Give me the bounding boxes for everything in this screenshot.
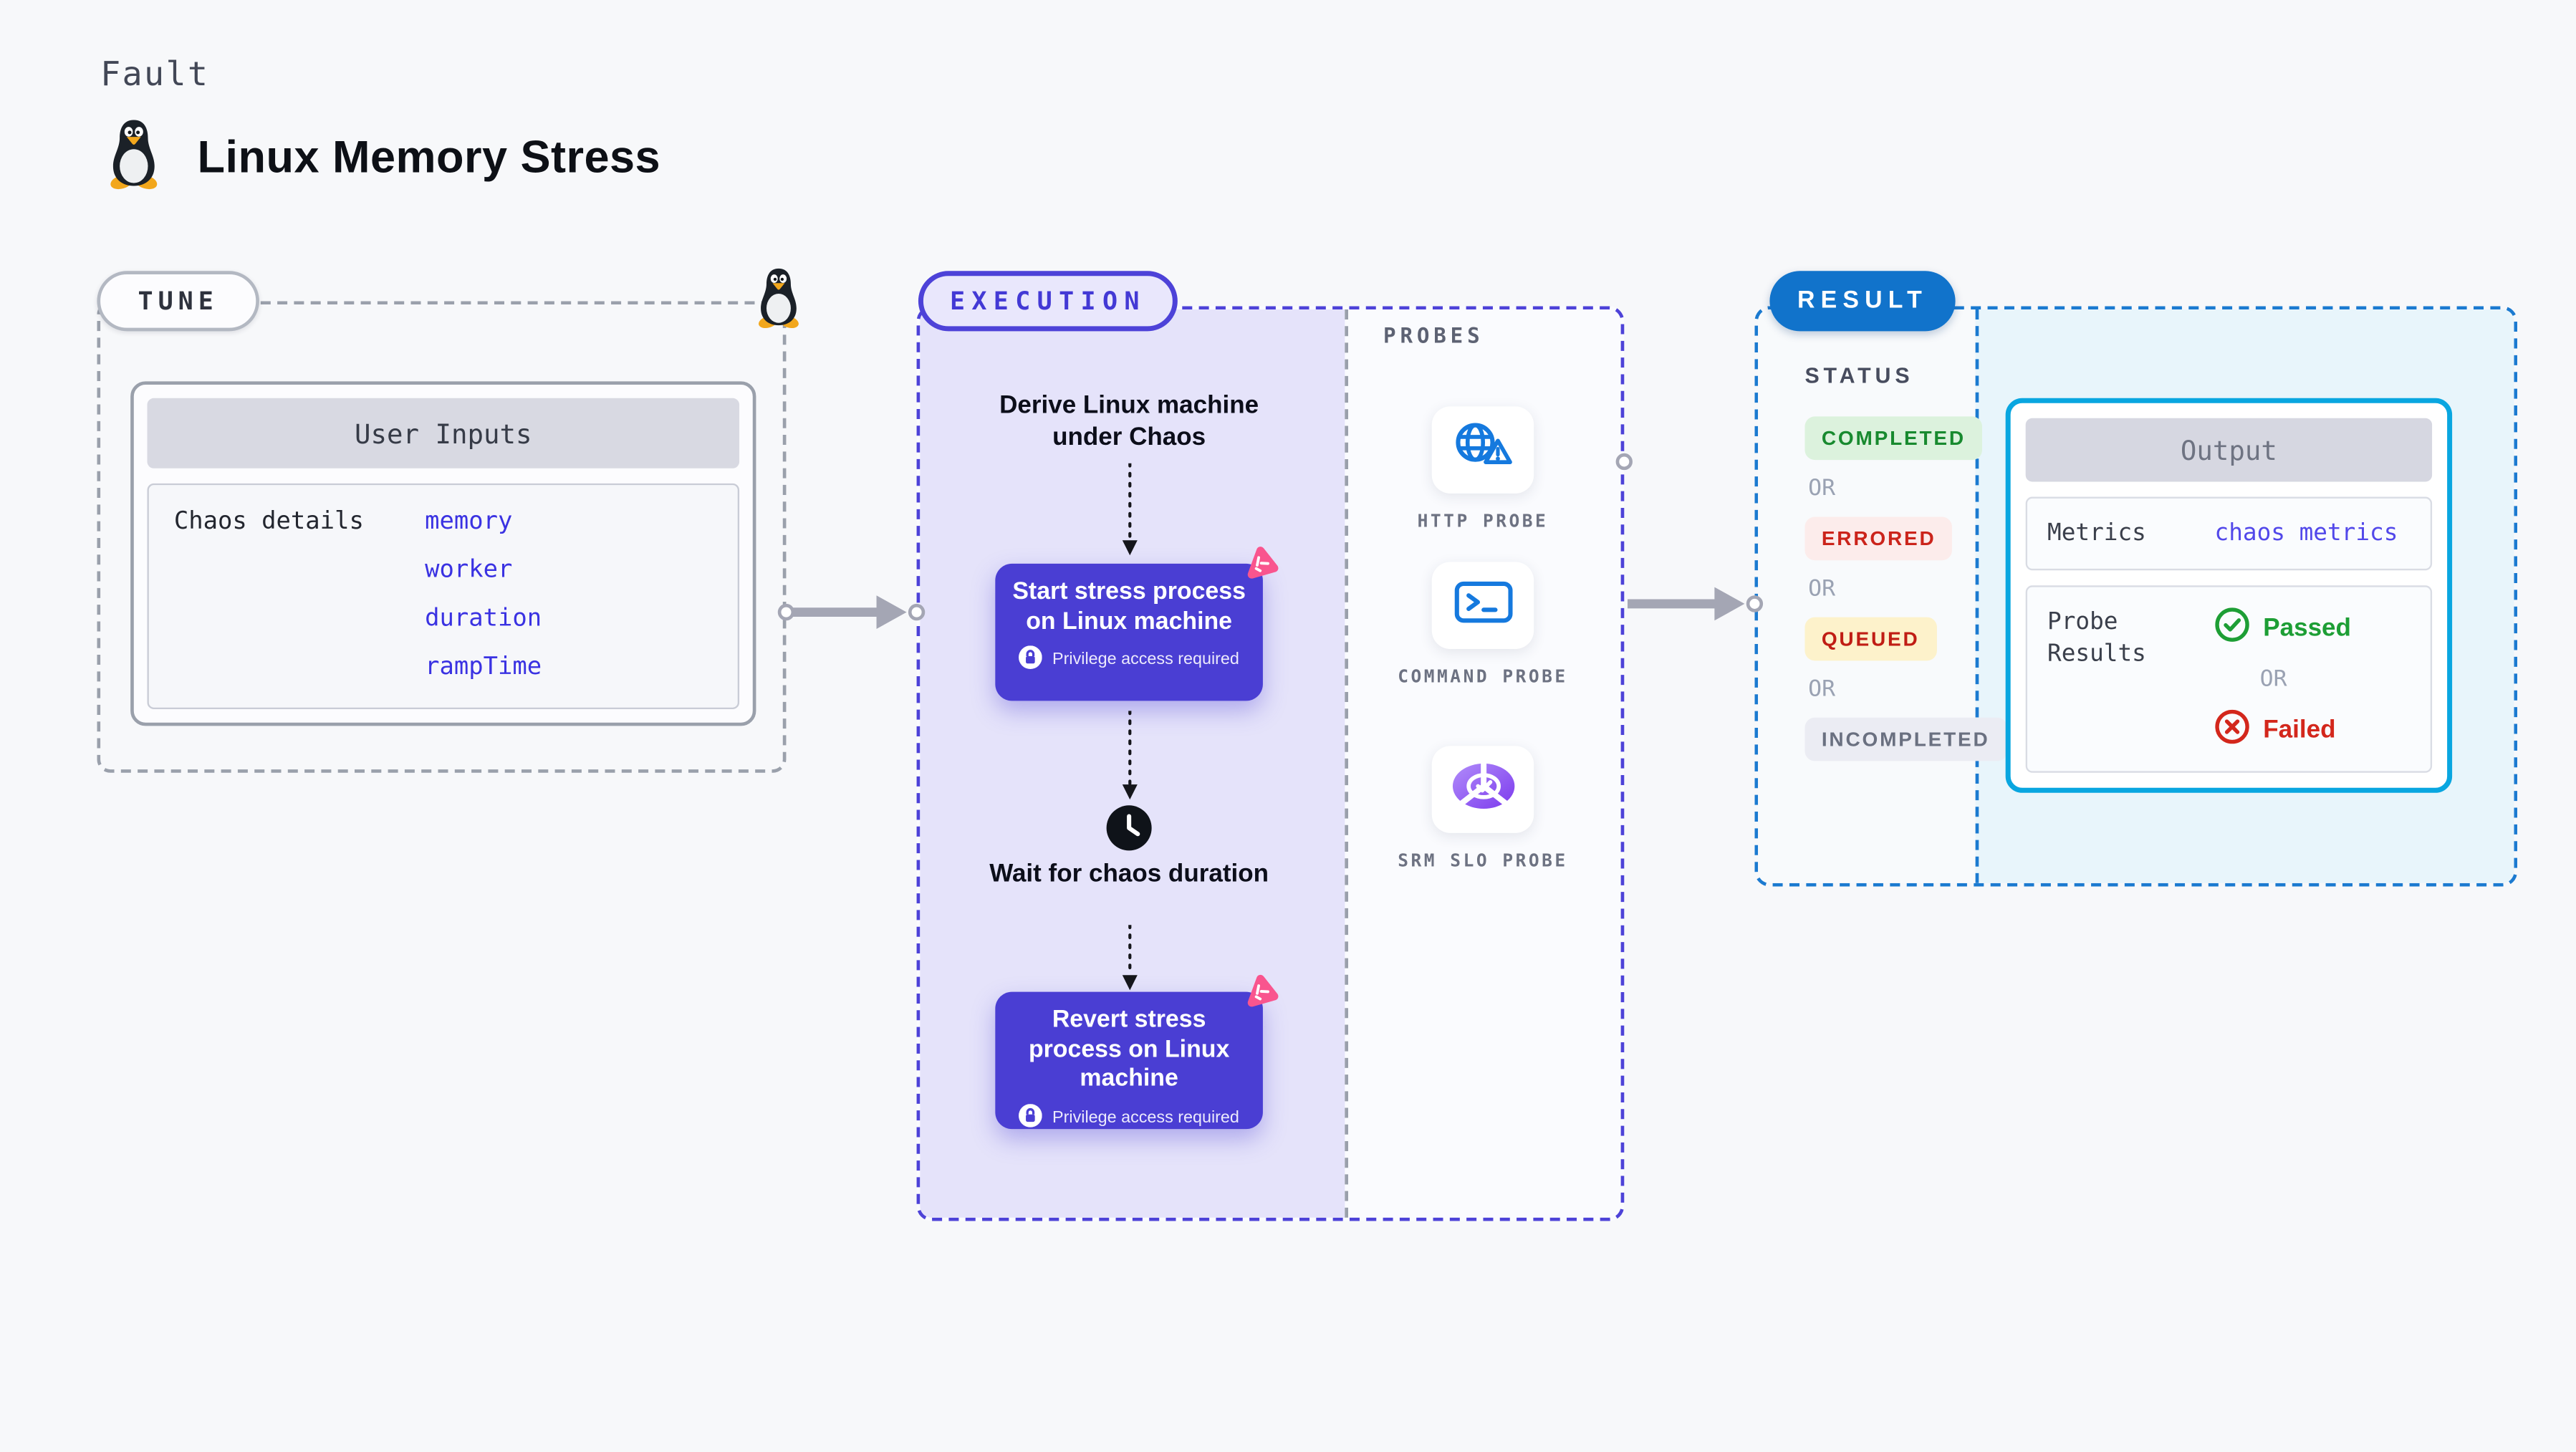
tune-pill: TUNE (97, 271, 259, 332)
result-pill: RESULT (1769, 271, 1956, 332)
execution-flowchart: Derive Linux machine under Chaos Start s… (917, 306, 1342, 1221)
chaos-fault-icon (1238, 969, 1282, 1021)
check-circle-icon (2215, 607, 2250, 649)
probe-results-label: Probe Results (2047, 608, 2146, 668)
chaos-details-label: Chaos details (173, 508, 364, 536)
start-stress-node: Start stress process on Linux machine Pr… (995, 547, 1279, 701)
chaos-values-list: memory worker duration rampTime (425, 509, 542, 708)
x-circle-icon (2215, 709, 2250, 751)
chaos-fault-icon (1238, 541, 1282, 592)
user-inputs-card: User Inputs Chaos details memory worker … (130, 381, 756, 726)
execution-pill: EXECUTION (918, 271, 1178, 332)
user-inputs-body: Chaos details memory worker duration ram… (147, 483, 740, 710)
status-column: STATUS COMPLETED OR ERRORED OR QUEUED OR… (1754, 306, 2007, 761)
privilege-badge-label: Privilege access required (1052, 650, 1239, 669)
metrics-value: chaos metrics (2214, 520, 2398, 547)
output-header: Output (2025, 418, 2433, 482)
probes-section: PROBES HTTP PROBE (1342, 306, 1625, 1221)
linux-tux-icon-small (753, 264, 804, 340)
status-badge-completed: COMPLETED (1804, 416, 1983, 461)
globe-alert-icon (1449, 419, 1516, 481)
or-separator: OR (2259, 665, 2287, 693)
status-badge-incompleted: INCOMPLETED (1804, 717, 2007, 761)
status-badge-queued: QUEUED (1804, 617, 1936, 661)
revert-stress-node: Revert stress process on Linux machine P… (995, 974, 1279, 1132)
output-panel: Output Metrics chaos metrics Probe Resul… (2005, 398, 2453, 793)
wait-step-label: Wait for chaos duration (989, 860, 1269, 888)
connector-dot (908, 603, 926, 621)
lock-icon (1019, 1102, 1043, 1132)
metrics-row: Metrics chaos metrics (2025, 496, 2433, 571)
arrow-execution-to-result (1627, 587, 1745, 621)
user-inputs-header: User Inputs (147, 398, 740, 468)
probes-label: PROBES (1383, 322, 1484, 348)
status-badge-errored: ERRORED (1804, 516, 1953, 561)
start-stress-label: Start stress process on Linux machine (1012, 578, 1246, 635)
failed-label: Failed (2263, 716, 2336, 745)
probe-name: COMMAND PROBE (1398, 667, 1568, 688)
result-status-area (1758, 309, 1976, 883)
passed-label: Passed (2263, 613, 2351, 643)
input-value: duration (425, 605, 542, 633)
probe-name: HTTP PROBE (1417, 511, 1549, 532)
command-probe-card (1431, 562, 1534, 649)
connector-dot (1615, 453, 1633, 471)
or-separator: OR (1808, 475, 1836, 502)
fault-kicker: Fault (100, 53, 210, 94)
arrow-tune-to-execution (792, 595, 907, 629)
input-value: worker (425, 557, 513, 584)
flow-connector (1122, 925, 1138, 991)
srm-slo-probe-card (1431, 746, 1534, 833)
input-value: memory (425, 508, 513, 536)
connector-dot (777, 603, 795, 621)
tune-section (97, 301, 787, 773)
passed-outcome: Passed (2215, 607, 2351, 649)
or-separator: OR (1808, 675, 1836, 703)
probe-outcomes: Passed OR Failed (2215, 607, 2351, 751)
slo-donut-check-icon (1446, 757, 1520, 822)
derive-step-label: Derive Linux machine under Chaos (999, 391, 1259, 452)
failed-outcome: Failed (2215, 709, 2351, 751)
clock-icon (1105, 804, 1152, 860)
probe-name: SRM SLO PROBE (1398, 851, 1568, 872)
flow-connector (1122, 463, 1138, 556)
metrics-label: Metrics (2047, 519, 2146, 547)
execution-probes-divider (1345, 309, 1349, 1218)
flow-connector (1122, 711, 1138, 800)
probe-results-row: Probe Results Passed OR (2025, 585, 2433, 773)
page-title: Linux Memory Stress (197, 132, 661, 183)
revert-stress-label: Revert stress process on Linux machine (1028, 1006, 1230, 1092)
lock-icon (1019, 645, 1043, 674)
linux-tux-icon (104, 117, 164, 198)
privilege-badge: Privilege access required (1009, 645, 1249, 674)
or-separator: OR (1808, 575, 1836, 602)
http-probe-card (1431, 406, 1534, 494)
input-value: rampTime (425, 653, 542, 681)
status-label: STATUS (1804, 362, 1914, 388)
connector-dot (1746, 595, 1764, 612)
privilege-badge-label: Privilege access required (1052, 1107, 1239, 1127)
privilege-badge: Privilege access required (1009, 1102, 1249, 1132)
title-row: Linux Memory Stress (104, 117, 660, 198)
terminal-icon (1453, 578, 1513, 633)
